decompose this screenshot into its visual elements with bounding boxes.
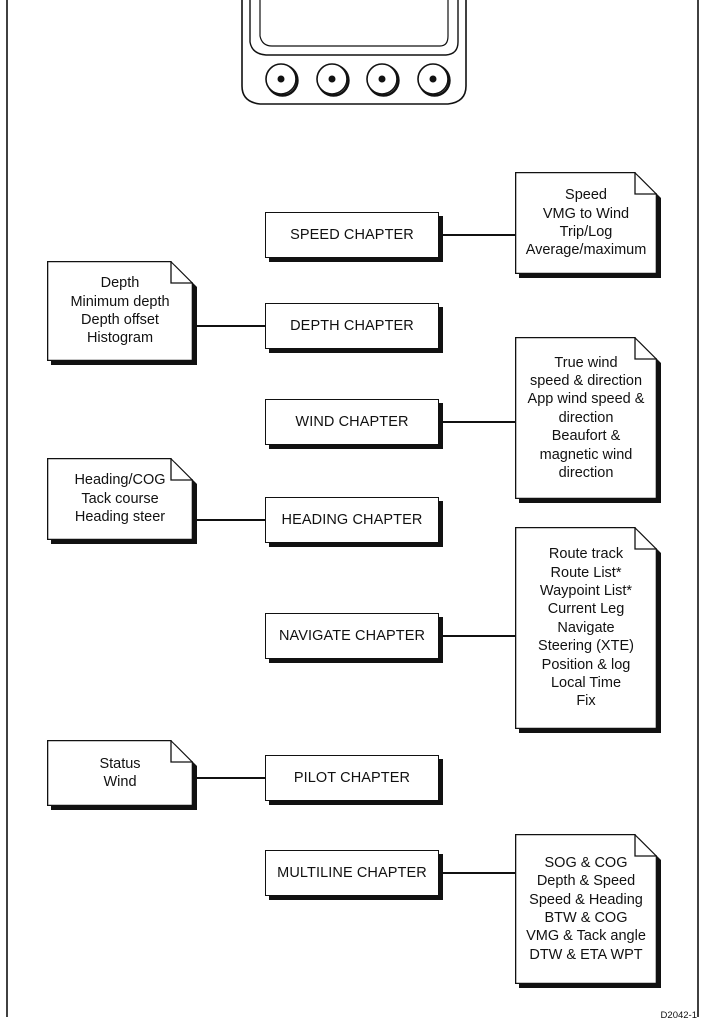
note-line: VMG & Tack angle <box>526 928 646 945</box>
note-line: Depth <box>100 275 140 292</box>
note-line: Heading steer <box>74 509 166 526</box>
note-line: DTW & ETA WPT <box>529 946 643 963</box>
connector-line-heading <box>193 519 265 522</box>
folded-corner-icon <box>634 172 657 195</box>
chapter-box-wind: WIND CHAPTER <box>265 399 439 445</box>
connector-line-depth <box>193 325 265 328</box>
note-line: BTW & COG <box>544 910 628 926</box>
note-line: Depth offset <box>81 312 159 328</box>
note-line: True wind <box>554 354 618 371</box>
chapter-box-pilot: PILOT CHAPTER <box>265 755 439 801</box>
note-line: magnetic wind <box>539 446 633 463</box>
note-line: Local Time <box>550 675 622 692</box>
folded-corner-icon <box>634 834 657 857</box>
note-line: Steering (XTE) <box>538 638 634 655</box>
connector-line-pilot <box>193 777 265 780</box>
connector-line-navigate <box>439 635 515 638</box>
note-line: Histogram <box>86 330 154 347</box>
note-line: SOG & COG <box>544 854 628 871</box>
note-line: Speed <box>565 187 607 204</box>
instrument-button-dot <box>378 75 386 83</box>
chapter-box-heading: HEADING CHAPTER <box>265 497 439 543</box>
note-line: Position & log <box>541 656 631 673</box>
note-line: Beaufort & <box>551 428 621 445</box>
chapter-box-depth: DEPTH CHAPTER <box>265 303 439 349</box>
chapter-box-multiline: MULTILINE CHAPTER <box>265 850 439 896</box>
note-line: direction <box>558 409 614 426</box>
folded-corner-icon <box>170 740 193 763</box>
note-line: App wind speed & <box>527 391 645 408</box>
note-line: Route List* <box>550 564 622 581</box>
note-line: speed & direction <box>529 372 643 389</box>
instrument-illustration <box>241 0 467 105</box>
folded-corner-icon <box>634 527 657 550</box>
note-line: Heading/COG <box>74 472 166 489</box>
instrument-button-dot <box>429 75 437 83</box>
instrument-buttons <box>265 63 451 97</box>
folded-corner-icon <box>170 458 193 481</box>
note-line: Depth & Speed <box>536 873 636 890</box>
note-line: direction <box>558 465 614 482</box>
note-line: Route track <box>548 546 624 563</box>
figure-id-label: D2042-1 <box>660 1010 697 1021</box>
instrument-screen <box>259 0 449 47</box>
note-line: Minimum depth <box>70 293 170 310</box>
note-line: Status <box>99 755 141 772</box>
note-line: Fix <box>576 693 596 710</box>
note-line: Average/maximum <box>525 242 647 259</box>
note-line: Wind <box>103 774 137 790</box>
note-line: Trip/Log <box>559 224 613 240</box>
instrument-button-dot <box>328 75 336 83</box>
connector-line-multiline <box>439 872 515 875</box>
instrument-bezel <box>249 0 459 56</box>
chapter-box-navigate: NAVIGATE CHAPTER <box>265 613 439 659</box>
folded-corner-icon <box>170 261 193 284</box>
instrument-button-dot <box>277 75 285 83</box>
note-line: Waypoint List* <box>539 582 633 599</box>
note-line: Tack course <box>81 490 159 507</box>
chapter-box-speed: SPEED CHAPTER <box>265 212 439 258</box>
note-line: Current Leg <box>547 601 625 618</box>
note-line: VMG to Wind <box>542 205 630 222</box>
note-line: Speed & Heading <box>529 891 643 908</box>
folded-corner-icon <box>634 337 657 360</box>
connector-line-wind <box>439 421 515 424</box>
note-line: Navigate <box>557 619 615 636</box>
connector-line-speed <box>439 234 515 237</box>
